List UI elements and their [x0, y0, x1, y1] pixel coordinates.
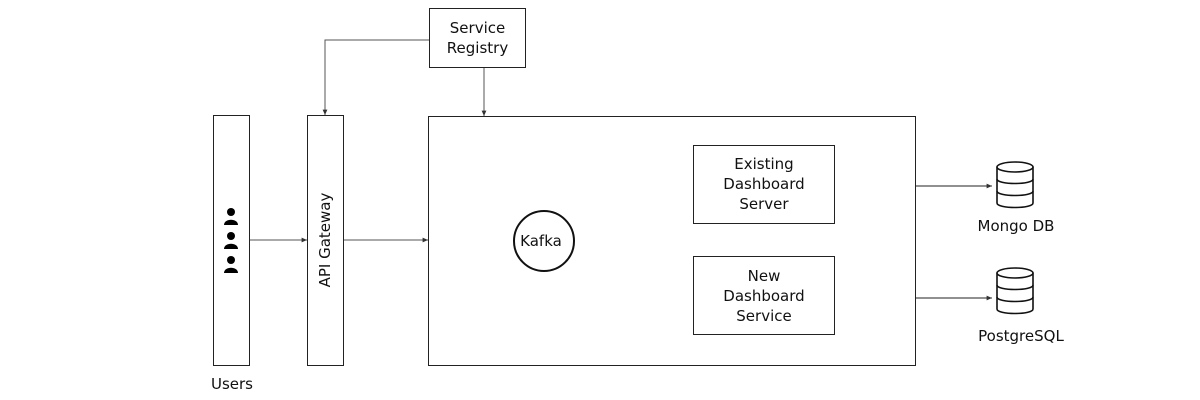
- database-icon: [996, 161, 1034, 209]
- user-icon: [224, 256, 238, 273]
- new-dashboard-label: New Dashboard Service: [723, 267, 805, 325]
- user-icon: [224, 208, 238, 225]
- service-registry-label: Service Registry: [446, 19, 509, 57]
- database-icon: [996, 267, 1034, 315]
- user-icon: [224, 232, 238, 249]
- existing-dashboard-label: Existing Dashboard Server: [723, 155, 805, 213]
- existing-dashboard-box: [693, 145, 835, 224]
- registry-to-gateway-arrow: [322, 39, 429, 115]
- users-column: [213, 115, 250, 366]
- kafka-node: [513, 210, 575, 272]
- api-gateway-label: API Gateway: [316, 192, 334, 288]
- services-cluster-box: [428, 116, 916, 366]
- kafka-label: Kafka: [520, 232, 562, 250]
- api-gateway-box: [307, 115, 344, 366]
- new-dashboard-box: [693, 256, 835, 335]
- postgresql-label: PostgreSQL: [978, 327, 1064, 345]
- mongo-db-label: Mongo DB: [977, 217, 1055, 235]
- service-registry-box: [429, 8, 526, 68]
- users-label: Users: [210, 375, 253, 393]
